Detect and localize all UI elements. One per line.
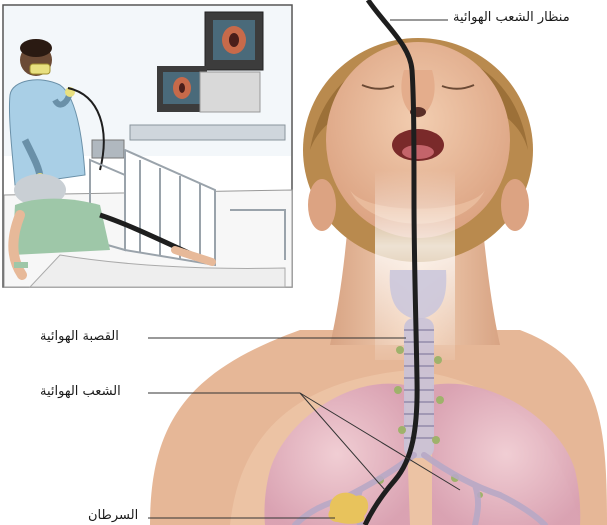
ear-right — [501, 179, 529, 231]
label-bronchi: الشعب الهوائية — [40, 384, 121, 399]
tongue — [402, 145, 434, 159]
label-bronchoscope: منظار الشعب الهوائية — [453, 10, 570, 25]
tumor — [328, 493, 368, 524]
label-trachea: القصبة الهوائية — [40, 329, 119, 344]
procedure-inset — [3, 5, 292, 287]
ear-left — [308, 179, 336, 231]
label-cancer: السرطان — [88, 508, 138, 523]
